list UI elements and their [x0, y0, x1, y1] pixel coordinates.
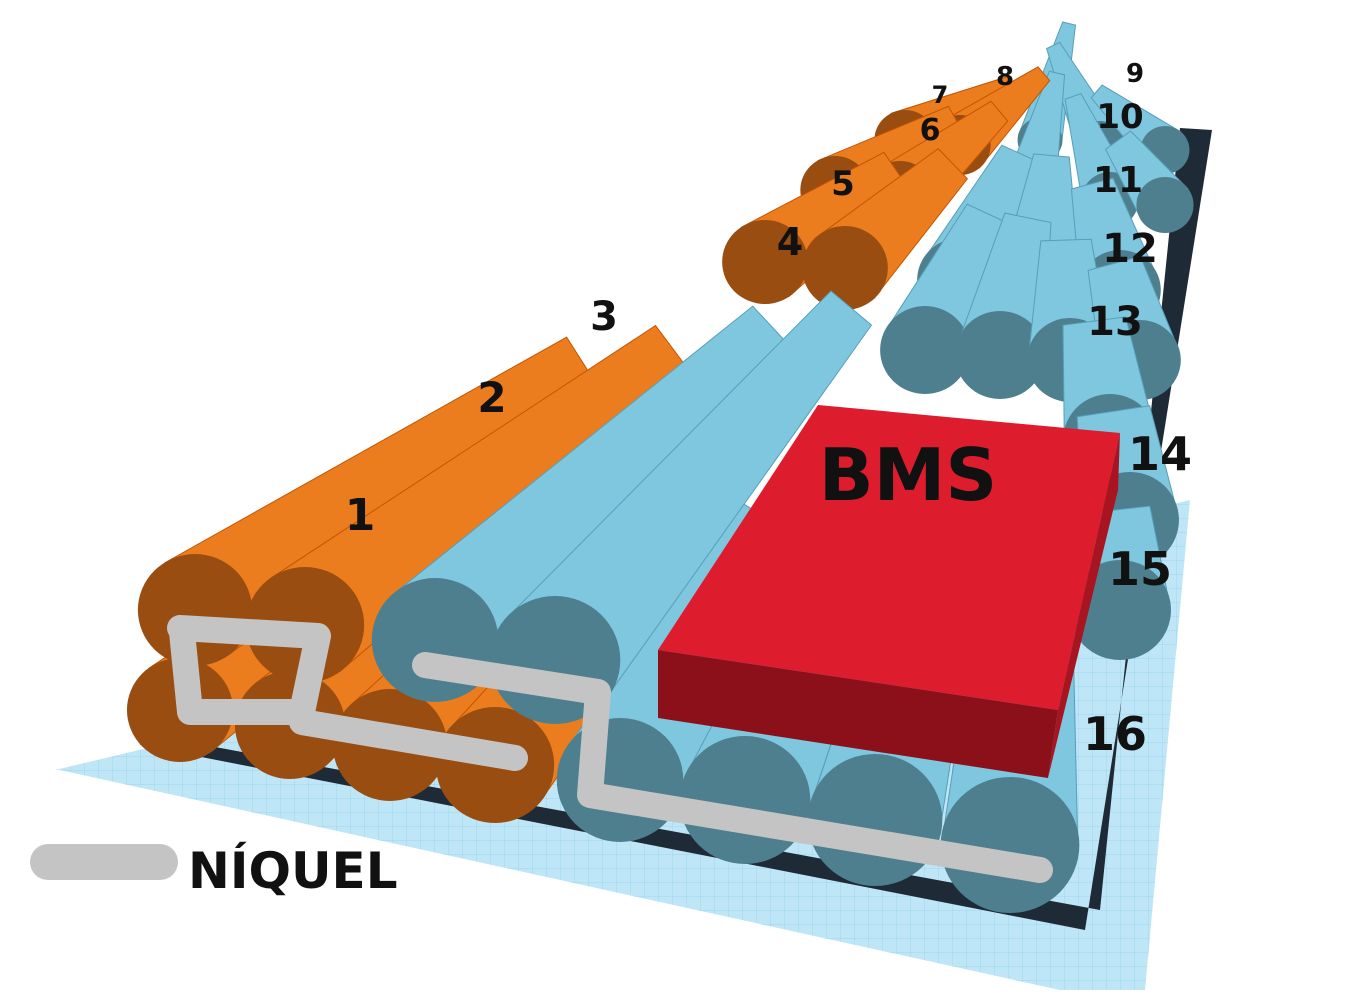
bms-side: [1048, 433, 1120, 778]
cell-end-face: [802, 226, 888, 310]
group-number-7: 7: [932, 81, 949, 109]
group-number-8: 8: [996, 62, 1014, 92]
bms-front: [658, 650, 1058, 778]
cell-end-face: [1136, 177, 1194, 233]
bms-board: [658, 405, 1120, 778]
group-number-13: 13: [1087, 299, 1143, 345]
bms-top: [658, 405, 1120, 710]
group-number-2: 2: [477, 373, 506, 422]
cell-end-face: [679, 736, 811, 864]
group-number-3: 3: [590, 294, 618, 340]
cell-end-face: [556, 718, 684, 842]
cell-orange-mid: [802, 147, 969, 310]
group-number-12: 12: [1102, 226, 1158, 272]
cell-end-face: [807, 754, 943, 886]
group-number-16: 16: [1083, 707, 1147, 761]
group-number-11: 11: [1093, 160, 1143, 201]
base-plate: [140, 128, 1212, 930]
legend: NÍQUEL: [30, 841, 398, 900]
legend-nickel-label: NÍQUEL: [188, 841, 398, 900]
group-number-10: 10: [1096, 97, 1143, 137]
cell-end-face: [955, 311, 1045, 399]
cell-blue-far: [1104, 130, 1194, 233]
bms-label: BMS: [819, 433, 997, 517]
group-number-14: 14: [1128, 427, 1192, 481]
group-number-1: 1: [345, 490, 376, 541]
group-number-5: 5: [831, 164, 855, 204]
nickel-strip-right: [412, 652, 1053, 883]
group-number-4: 4: [777, 220, 803, 264]
cell-blue-mid: [880, 203, 1011, 394]
group-number-6: 6: [920, 113, 941, 148]
group-number-15: 15: [1108, 542, 1172, 596]
cell-end-face: [722, 220, 808, 304]
cell-blue-mid: [955, 212, 1052, 399]
group-number-9: 9: [1126, 59, 1144, 89]
nickel-strip-left: [167, 615, 528, 771]
nickel-strips: [167, 615, 1053, 883]
cell-end-face: [880, 306, 970, 394]
